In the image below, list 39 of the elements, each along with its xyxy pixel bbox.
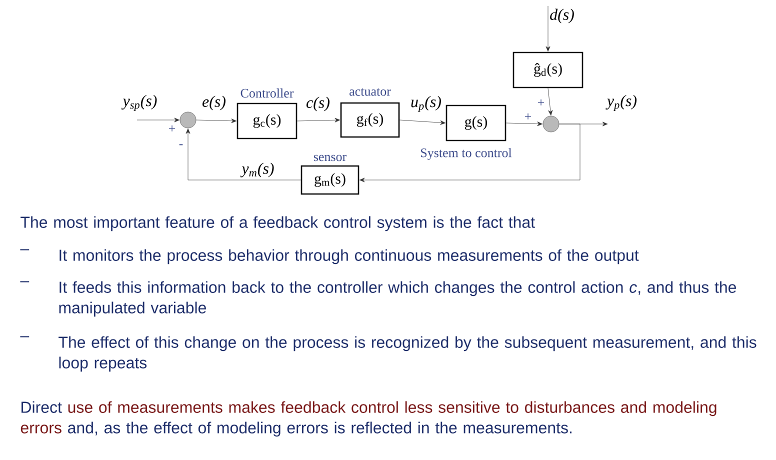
signal-label: u$_{p}$(s) xyxy=(411,96,441,112)
block-label: sensor xyxy=(314,154,346,162)
bullet-dash: – xyxy=(20,336,30,338)
sign-label: + xyxy=(538,99,544,106)
summary-paragraph: Direct use of measurements makes feedback control less sensitive to disturbances and modeling errors and, as the effect of modeling errors is reflected in the measurements. xyxy=(20,401,716,437)
sign-label: + xyxy=(524,113,532,120)
summing-junction xyxy=(542,116,560,132)
arrow xyxy=(546,6,550,52)
signal-label: e(s) xyxy=(202,96,226,110)
signal-label: y$_{p}$(s) xyxy=(606,94,637,112)
arrow xyxy=(196,118,237,124)
block-label: actuator xyxy=(350,88,391,96)
arrow xyxy=(548,88,553,116)
block-label: System to control xyxy=(421,148,512,160)
block-box: ĝ$_{d}$(s) xyxy=(512,52,584,88)
arrow xyxy=(506,122,542,126)
body-text: It feeds this information back to the controller which changes the control action c, and thus the manipulated variable xyxy=(59,281,736,317)
arrow xyxy=(296,118,340,122)
signal-label: d(s) xyxy=(550,8,574,24)
signal-label: c(s) xyxy=(306,96,330,112)
block-box: g$_{f}$(s) xyxy=(340,102,400,138)
block-box: g$_{c}$(s) xyxy=(236,102,298,140)
block-box: g$_{m}$(s) xyxy=(300,165,360,195)
bullet-dash: – xyxy=(20,249,30,250)
arrow xyxy=(399,120,446,125)
bullet-dash: – xyxy=(20,281,30,282)
summing-junction xyxy=(180,112,196,128)
sign-label: - xyxy=(179,144,183,146)
body-text: The most important feature of a feedback control system is the fact that xyxy=(20,216,535,232)
block-box: g(s) xyxy=(446,104,506,142)
arrow xyxy=(359,124,580,182)
signal-label: y$_{m}$(s) xyxy=(240,162,274,178)
arrow xyxy=(136,118,180,122)
block-label: Controller xyxy=(240,88,294,98)
body-text: The effect of this change on the process is recognized by the subsequent measurement, and this loop repeats xyxy=(58,336,756,372)
signal-label: y$_{sp}$(s) xyxy=(121,94,157,112)
body-text: It monitors the process behavior through continuous measurements of the output xyxy=(60,249,639,264)
arrow xyxy=(186,128,302,180)
sign-label: + xyxy=(168,125,176,132)
